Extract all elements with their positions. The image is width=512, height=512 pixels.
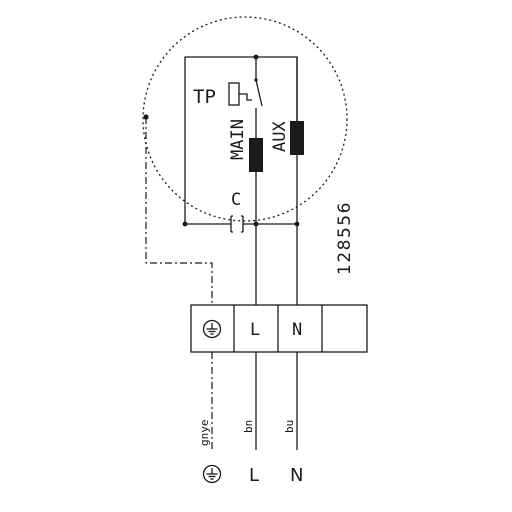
supply-neutral-label: N <box>290 465 303 486</box>
supply-line-label: L <box>249 465 259 486</box>
aux-winding <box>290 121 304 155</box>
main-winding-label: MAIN <box>228 119 248 160</box>
thermal-protector-label: TP <box>193 86 216 108</box>
terminal-l-label: L <box>250 320 260 340</box>
aux-winding-label: AUX <box>270 121 290 152</box>
capacitor-label: C <box>231 190 241 210</box>
drawing-number: 128556 <box>335 201 355 275</box>
earth-color-code: gnye <box>198 420 211 447</box>
terminal-n-label: N <box>292 320 302 340</box>
capacitor <box>185 215 297 233</box>
supply-ground-icon <box>202 464 222 484</box>
line-color-code: bn <box>242 420 255 433</box>
thermal-protector-switch <box>228 57 263 138</box>
terminal-block <box>190 304 368 353</box>
motor-housing-outline <box>142 16 348 222</box>
main-winding <box>249 138 263 172</box>
neutral-color-code: bu <box>283 420 296 433</box>
earth-wire-upper <box>145 117 213 305</box>
ground-symbol-icon <box>202 319 222 339</box>
